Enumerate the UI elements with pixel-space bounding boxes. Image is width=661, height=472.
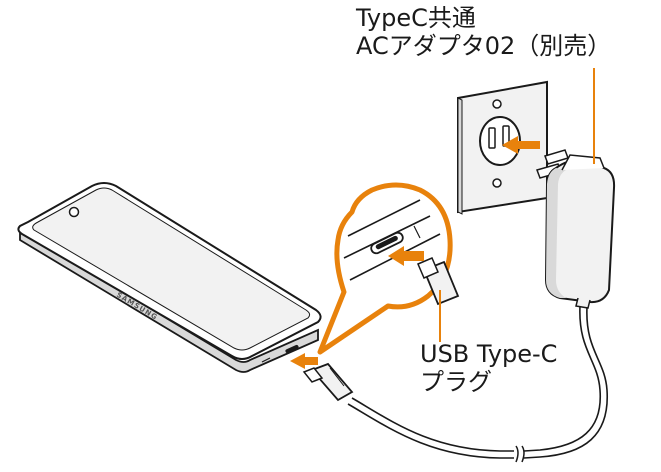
plug-bottom-seam (329, 367, 345, 387)
callout-edge-top (347, 199, 421, 237)
callout-edge-notch (413, 225, 421, 239)
outlet-plate-edge (457, 97, 463, 215)
ac-adapter (536, 149, 616, 309)
cable-break-left (515, 445, 519, 463)
magnifier-callout (317, 182, 460, 355)
outlet-screw-bottom (492, 178, 502, 188)
outlet-screw-top (492, 99, 502, 109)
phone-side-edge (19, 228, 319, 373)
cable-path-inner-2 (347, 403, 514, 459)
callout-plug-tip (417, 257, 439, 279)
callout-port-inner (375, 235, 398, 250)
cable-path-inner (523, 306, 608, 459)
usb-cable (347, 305, 608, 463)
adapter-top-face (561, 154, 605, 171)
usb-plug-label: USB Type-C プラグ (420, 340, 557, 396)
cable-path-outer-2 (351, 397, 514, 452)
adapter-label: TypeC共通 ACアダプタ02（別売） (356, 4, 611, 60)
adapter-strain-relief (575, 297, 591, 309)
front-camera-icon (68, 206, 80, 218)
outlet-slot-left (488, 127, 496, 149)
smartphone: SAMSUNG (17, 182, 322, 373)
usb-label-line2: プラグ (420, 368, 492, 396)
arrow-to-outlet-icon (502, 136, 540, 154)
adapter-prong-top (544, 149, 569, 165)
arrow-to-phone-icon (290, 353, 318, 369)
usb-plug-bottom (302, 362, 354, 402)
cable-break-right (521, 445, 525, 463)
adapter-label-line2: ACアダプタ02（別売） (356, 32, 612, 60)
adapter-body-shade (546, 168, 566, 298)
cable-path-outer (523, 305, 601, 452)
arrows (290, 136, 540, 369)
phone-edge-detail (261, 357, 271, 363)
phone-usb-port (285, 344, 299, 354)
usb-label-line1: USB Type-C (420, 340, 558, 368)
plug-bottom-tip (302, 367, 324, 383)
plug-bottom-body (310, 362, 354, 402)
arrow-to-port-icon (388, 246, 424, 266)
adapter-label-line1: TypeC共通 (356, 4, 476, 32)
phone-screen (32, 187, 311, 351)
